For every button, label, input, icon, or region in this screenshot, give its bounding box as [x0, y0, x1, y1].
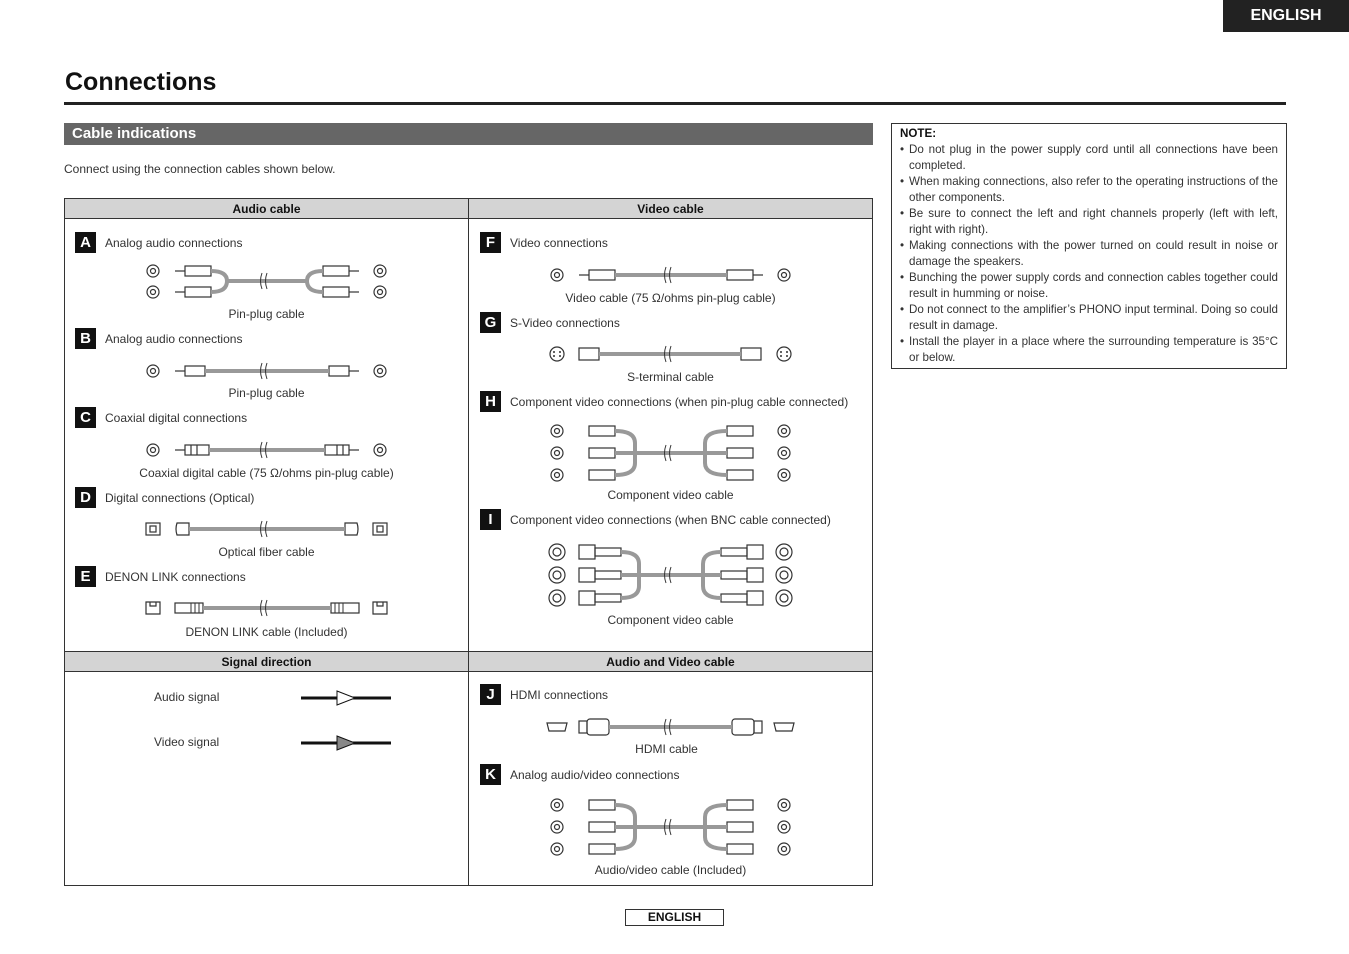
- audio-signal-label: Audio signal: [154, 690, 220, 704]
- item-g: G S-Video connections: [480, 312, 620, 333]
- optical-cable-diagram: [145, 520, 388, 538]
- item-letter: A: [75, 232, 96, 253]
- language-tab: ENGLISH: [1223, 0, 1349, 32]
- item-label: Component video connections (when pin-pl…: [510, 394, 849, 409]
- item-letter: F: [480, 232, 501, 253]
- note-item: •Do not connect to the amplifier’s PHONO…: [900, 303, 1278, 332]
- pin-plug-cable-diagram: [146, 362, 387, 380]
- item-label: Video connections: [510, 235, 608, 250]
- note-item: •Bunching the power supply cords and con…: [900, 271, 1278, 300]
- item-a: A Analog audio connections: [75, 232, 242, 253]
- note-item: •Do not plug in the power supply cord un…: [900, 143, 1278, 172]
- note-item: •Be sure to connect the left and right c…: [900, 207, 1278, 236]
- header-signal-direction: Signal direction: [65, 651, 468, 672]
- item-letter: E: [75, 566, 96, 587]
- item-letter: B: [75, 328, 96, 349]
- item-label: DENON LINK connections: [105, 569, 246, 584]
- header-audio-cable: Audio cable: [65, 199, 468, 219]
- caption-k: Audio/video cable (Included): [594, 863, 747, 877]
- header-audio-video-cable: Audio and Video cable: [469, 651, 872, 672]
- hdmi-cable-diagram: [546, 718, 795, 736]
- component-video-cable-diagram: [550, 424, 791, 482]
- audio-video-cable-diagram: [550, 798, 791, 856]
- item-label: Coaxial digital connections: [105, 410, 248, 425]
- item-letter: J: [480, 684, 501, 705]
- item-label: S-Video connections: [510, 315, 620, 330]
- item-h: H Component video connections (when pin-…: [480, 391, 848, 412]
- item-c: C Coaxial digital connections: [75, 407, 247, 428]
- item-label: Analog audio connections: [105, 235, 243, 250]
- item-letter: I: [480, 509, 501, 530]
- intro-text: Connect using the connection cables show…: [64, 162, 336, 176]
- caption-f: Video cable (75 Ω/ohms pin-plug cable): [565, 291, 776, 305]
- item-d: D Digital connections (Optical): [75, 487, 254, 508]
- caption-i: Component video cable: [607, 613, 734, 627]
- item-letter: C: [75, 407, 96, 428]
- header-video-cable: Video cable: [469, 199, 872, 219]
- audio-signal-arrow: [301, 690, 391, 706]
- item-letter: H: [480, 391, 501, 412]
- note-item: •When making connections, also refer to …: [900, 175, 1278, 204]
- note-item: •Making connections with the power turne…: [900, 239, 1278, 268]
- caption-c: Coaxial digital cable (75 Ω/ohms pin-plu…: [139, 466, 394, 480]
- video-cable-diagram: [550, 266, 791, 284]
- caption-h: Component video cable: [607, 488, 734, 502]
- item-label: Analog audio connections: [105, 331, 243, 346]
- note-box: NOTE: •Do not plug in the power supply c…: [891, 123, 1287, 369]
- coaxial-cable-diagram: [146, 441, 387, 459]
- item-label: Analog audio/video connections: [510, 767, 680, 782]
- item-j: J HDMI connections: [480, 684, 608, 705]
- caption-b: Pin-plug cable: [228, 386, 305, 400]
- item-label: Digital connections (Optical): [105, 490, 255, 505]
- item-letter: D: [75, 487, 96, 508]
- item-letter: K: [480, 764, 501, 785]
- video-signal-label: Video signal: [154, 735, 220, 749]
- caption-g: S-terminal cable: [627, 370, 714, 384]
- note-title: NOTE:: [900, 127, 937, 140]
- s-video-cable-diagram: [549, 345, 792, 363]
- item-label: Component video connections (when BNC ca…: [510, 512, 831, 527]
- caption-a: Pin-plug cable: [228, 307, 305, 321]
- analog-stereo-cable-diagram: [146, 264, 387, 299]
- caption-e: DENON LINK cable (Included): [185, 625, 348, 639]
- item-e: E DENON LINK connections: [75, 566, 246, 587]
- item-b: B Analog audio connections: [75, 328, 242, 349]
- video-signal-arrow: [301, 735, 391, 751]
- item-k: K Analog audio/video connections: [480, 764, 679, 785]
- item-i: I Component video connections (when BNC …: [480, 509, 831, 530]
- item-label: HDMI connections: [510, 687, 609, 702]
- bnc-cable-diagram: [548, 543, 793, 607]
- footer-language-label: ENGLISH: [625, 909, 724, 926]
- caption-d: Optical fiber cable: [218, 545, 315, 559]
- note-item: •Install the player in a place where the…: [900, 335, 1278, 364]
- item-letter: G: [480, 312, 501, 333]
- cable-table: Audio cable Video cable A Analog audio c…: [64, 198, 873, 886]
- page-title: Connections: [65, 68, 217, 96]
- item-f: F Video connections: [480, 232, 608, 253]
- title-rule: [64, 102, 1286, 105]
- section-title: Cable indications: [64, 123, 873, 145]
- caption-j: HDMI cable: [635, 742, 698, 756]
- denon-link-cable-diagram: [145, 599, 388, 617]
- table-divider: [468, 199, 469, 885]
